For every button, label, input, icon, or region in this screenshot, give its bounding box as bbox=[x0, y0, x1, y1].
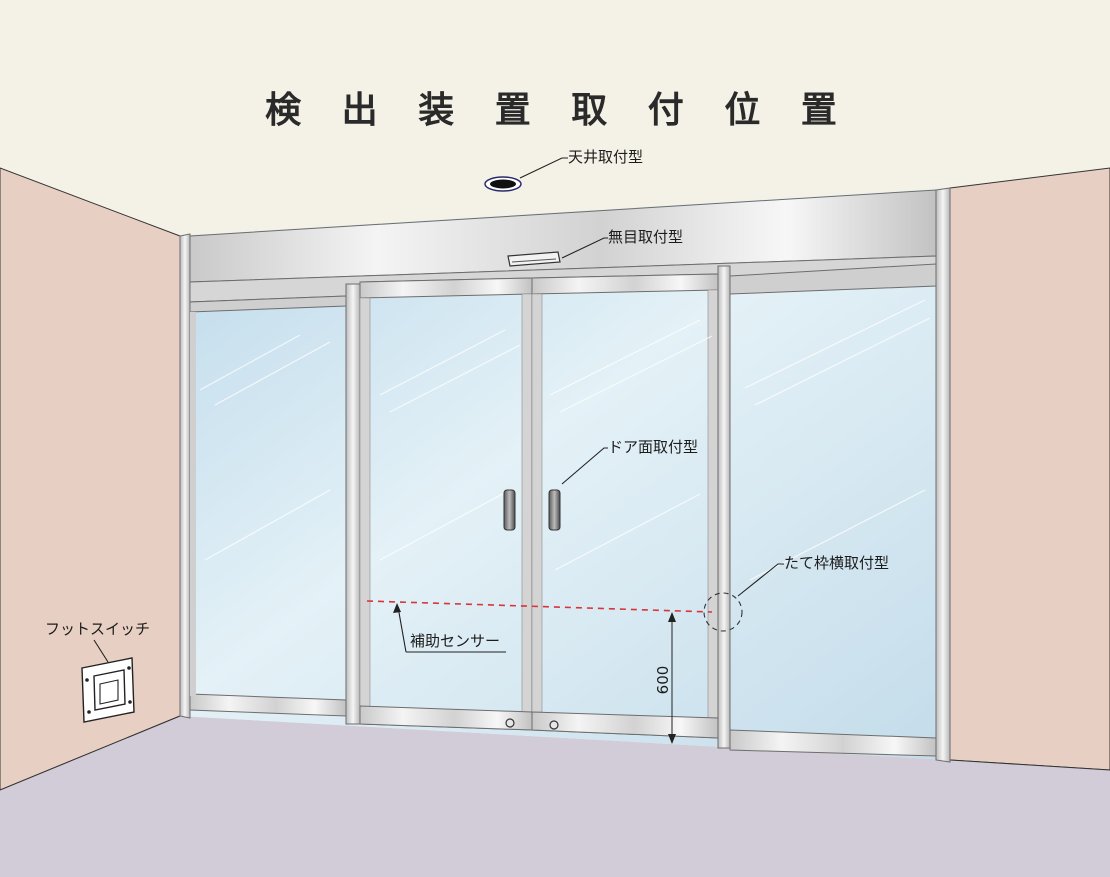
transom-mount-label: 無目取付型 bbox=[608, 228, 683, 246]
right-wall bbox=[949, 167, 1110, 771]
transom-mount-leader bbox=[561, 237, 608, 259]
foot-switch-label: フットスイッチ bbox=[45, 620, 150, 638]
glass-reflections bbox=[199, 299, 931, 581]
height-dimension-label: 600 bbox=[654, 666, 672, 695]
storefront-glass bbox=[180, 188, 950, 760]
right-door-handle bbox=[548, 489, 561, 531]
aux-sensor-beam bbox=[366, 600, 713, 613]
foot-switch-leader bbox=[93, 639, 109, 663]
jamb-mount-leader bbox=[737, 563, 784, 597]
transom-sensor-icon bbox=[507, 251, 561, 267]
left-mullion bbox=[345, 283, 361, 725]
right-panel-bottom-rail bbox=[729, 729, 937, 757]
foot-switch-icon bbox=[81, 657, 135, 723]
diagram-title: 検 出 装 置 取 付 位 置 bbox=[265, 90, 851, 131]
ceiling-mount-label: 天井取付型 bbox=[568, 148, 643, 166]
right-mullion bbox=[717, 265, 731, 749]
door-face-mount-label: ドア面取付型 bbox=[608, 438, 698, 456]
height-dimension bbox=[668, 612, 676, 744]
left-door-handle bbox=[503, 489, 516, 531]
left-outer-jamb bbox=[179, 233, 191, 719]
jamb-sensor-circle bbox=[703, 592, 743, 632]
floor bbox=[0, 716, 1110, 877]
floor-guide-left bbox=[505, 718, 515, 728]
ceiling-sensor-lens bbox=[490, 179, 516, 189]
floor-guide-right bbox=[549, 720, 559, 730]
ceiling-mount-leader bbox=[519, 157, 568, 179]
right-outer-jamb bbox=[935, 187, 951, 763]
aux-sensor-leader bbox=[397, 606, 407, 653]
right-panel-top-rail bbox=[729, 263, 937, 295]
door-face-leader bbox=[561, 447, 608, 485]
aux-sensor-label: 補助センサー bbox=[410, 632, 500, 650]
jamb-mount-label: たて枠横取付型 bbox=[784, 554, 889, 572]
